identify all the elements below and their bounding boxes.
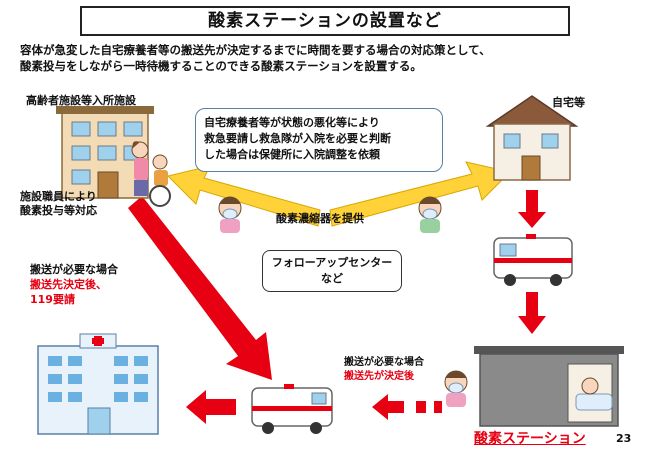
intro-text: 容体が急変した自宅療養者等の搬送先が決定するまでに時間を要する場合の対応策として… (20, 42, 635, 74)
page-number: 23 (616, 432, 632, 445)
ambulance-icon-bottom (251, 384, 333, 434)
callout-line-2: 救急要請し救急隊が入院を必要と判断 (204, 132, 391, 145)
hospital-icon (37, 333, 159, 435)
red-arrow-station-to-ambulance (372, 394, 442, 420)
ambulance-icon-top (493, 234, 573, 286)
red-arrow-diagonal (128, 196, 272, 380)
red-arrow-home-to-ambulance (518, 190, 546, 228)
concentrator-label: 酸素濃縮器を提供 (276, 212, 364, 225)
page-title: 酸素ステーションの設置など (80, 6, 570, 36)
facility-note-line-1: 施設職員により (20, 190, 97, 203)
home-label: 自宅等 (552, 96, 585, 109)
follow-up-center-box: フォローアップセンター など (262, 250, 402, 292)
left-transport-line-3: 119要請 (30, 293, 75, 306)
intro-line-2: 酸素投与をしながら一時待機することのできる酸素ステーションを設置する。 (20, 59, 422, 73)
patient-with-mask-icon-left (218, 196, 242, 233)
red-arrow-ambulance-to-hospital (186, 390, 236, 424)
right-transport-note: 搬送が必要な場合 搬送先が決定後 (344, 356, 424, 384)
left-transport-line-1: 搬送が必要な場合 (30, 263, 118, 276)
patient-with-mask-icon-station (444, 370, 468, 407)
house-icon (485, 95, 579, 181)
callout-line-3: した場合は保健所に入院調整を依頼 (204, 148, 380, 161)
right-transport-line-2: 搬送先が決定後 (344, 371, 414, 382)
left-transport-note: 搬送が必要な場合 搬送先決定後、 119要請 (30, 262, 118, 307)
follow-up-line-1: フォローアップセンター (271, 256, 393, 269)
facility-note: 施設職員により 酸素投与等対応 (20, 190, 97, 218)
ems-callout-box: 自宅療養者等が状態の悪化等により 救急要請し救急隊が入院を必要と判断 した場合は… (195, 108, 443, 172)
patient-with-mask-icon-right (418, 196, 442, 233)
facility-note-line-2: 酸素投与等対応 (20, 204, 97, 217)
left-transport-line-2: 搬送先決定後、 (30, 278, 107, 291)
callout-line-1: 自宅療養者等が状態の悪化等により (204, 116, 380, 129)
intro-line-1: 容体が急変した自宅療養者等の搬送先が決定するまでに時間を要する場合の対応策として… (20, 43, 491, 57)
red-arrow-ambulance-to-station (518, 292, 546, 334)
yellow-arrow-left (167, 165, 321, 227)
right-transport-line-1: 搬送が必要な場合 (344, 357, 424, 368)
oxygen-station-building-icon (474, 346, 624, 427)
follow-up-line-2: など (321, 272, 343, 285)
facility-label: 高齢者施設等入所施設 (26, 94, 136, 107)
oxygen-station-label: 酸素ステーション (474, 431, 586, 447)
wheelchair-caregiver-icon (131, 141, 171, 207)
yellow-arrow-right (329, 161, 511, 227)
